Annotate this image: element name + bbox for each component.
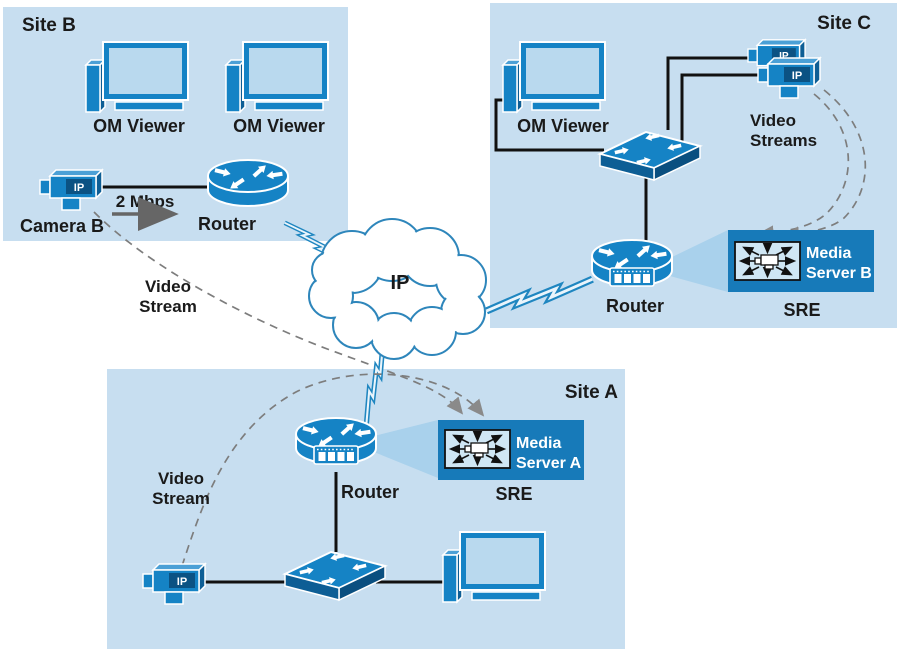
media-server-a-label: Media bbox=[516, 435, 561, 452]
ip-cloud-label: IP bbox=[391, 272, 410, 294]
ip-badge: IP bbox=[779, 51, 789, 62]
router-icon bbox=[296, 418, 376, 464]
media-server-b-label: Server B bbox=[806, 265, 872, 282]
om-viewer-label: OM Viewer bbox=[517, 116, 609, 136]
video-streams-label: Streams bbox=[750, 131, 817, 150]
router-c-label: Router bbox=[606, 296, 664, 316]
router-b-label: Router bbox=[198, 214, 256, 234]
video-stream-label: Stream bbox=[139, 297, 197, 316]
video-stream-label: Stream bbox=[152, 489, 210, 508]
sre-label: SRE bbox=[495, 484, 532, 504]
media-server-icon bbox=[445, 430, 510, 468]
router-a-label: Router bbox=[341, 482, 399, 502]
video-streams-label: Video bbox=[750, 111, 796, 130]
router-icon bbox=[592, 240, 672, 286]
media-server-a-box: Media Server A bbox=[438, 420, 584, 480]
sre-callout-beam bbox=[374, 420, 438, 478]
ip-camera-icon: IP bbox=[142, 563, 206, 605]
sre-label: SRE bbox=[783, 300, 820, 320]
om-viewer-label: OM Viewer bbox=[233, 116, 325, 136]
ip-camera-icon: IP bbox=[747, 39, 806, 78]
network-link-line bbox=[666, 56, 748, 130]
media-server-b-box: Media Server B bbox=[728, 230, 874, 292]
media-server-a-label: Server A bbox=[516, 455, 582, 472]
network-link-line bbox=[494, 98, 604, 152]
om-viewer-label: OM Viewer bbox=[93, 116, 185, 136]
camera-b-label: Camera B bbox=[20, 216, 104, 236]
ip-badge: IP bbox=[74, 182, 84, 194]
ip-camera-icon: IP bbox=[39, 169, 103, 211]
router-icon bbox=[208, 160, 288, 206]
media-server-b-label: Media bbox=[806, 245, 851, 262]
video-stream-path bbox=[181, 373, 485, 567]
ip-badge: IP bbox=[177, 576, 187, 588]
site-b-title: Site B bbox=[22, 15, 76, 36]
bandwidth-label: 2 Mbps bbox=[116, 192, 175, 211]
video-stream-label: Video bbox=[145, 277, 191, 296]
site-c-title: Site C bbox=[817, 13, 871, 34]
video-stream-path bbox=[93, 211, 464, 415]
sre-callout-beam bbox=[670, 230, 728, 292]
ip-badge: IP bbox=[792, 70, 802, 82]
network-link-line bbox=[680, 73, 758, 141]
media-server-icon bbox=[735, 242, 800, 280]
site-a-title: Site A bbox=[565, 382, 618, 403]
ip-camera-icon: IP bbox=[757, 57, 821, 99]
video-stream-label: Video bbox=[158, 469, 204, 488]
ip-cloud-icon: IP bbox=[308, 218, 487, 360]
